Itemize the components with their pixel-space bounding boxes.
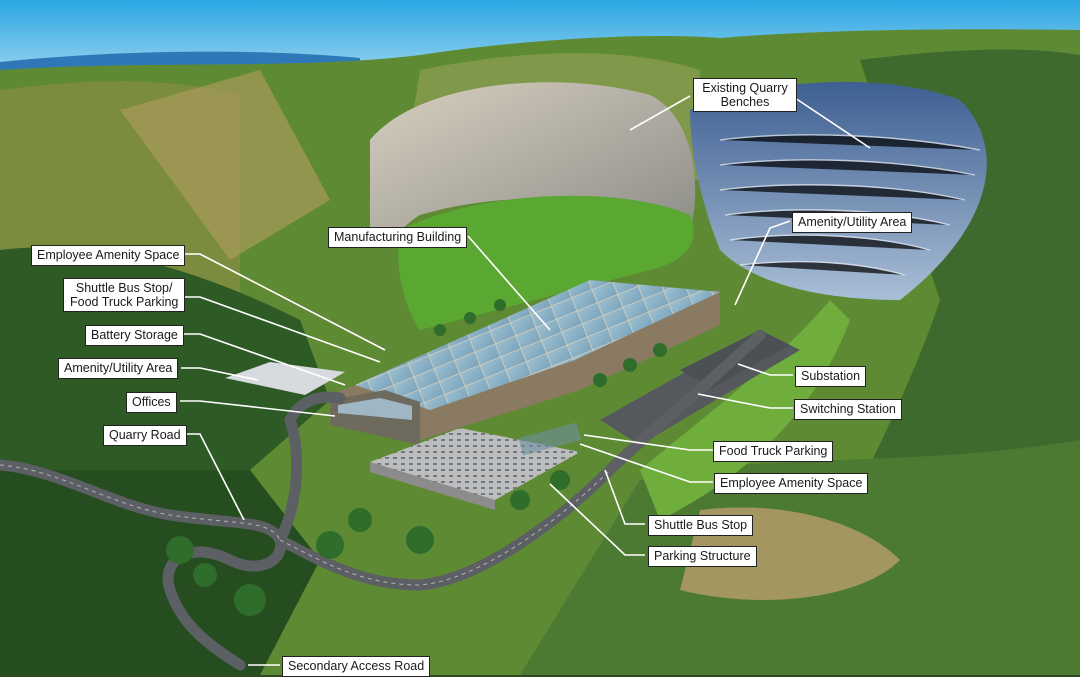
label-switching-station: Switching Station — [794, 399, 902, 420]
label-employee-amenity-space-right: Employee Amenity Space — [714, 473, 869, 494]
label-parking-structure: Parking Structure — [648, 546, 757, 567]
label-substation: Substation — [795, 366, 867, 387]
label-food-truck-parking: Food Truck Parking — [713, 441, 834, 462]
label-employee-amenity-space-left: Employee Amenity Space — [31, 245, 186, 266]
label-secondary-access-road: Secondary Access Road — [282, 656, 431, 677]
label-line: Existing Quarry — [702, 81, 788, 95]
label-line: Shuttle Bus Stop/ — [75, 281, 173, 295]
label-amenity-utility-area-left: Amenity/Utility Area — [58, 358, 179, 379]
label-offices: Offices — [126, 392, 177, 413]
label-quarry-road: Quarry Road — [103, 425, 187, 446]
label-line: Food Truck Parking — [70, 295, 179, 309]
label-shuttle-bus-stop: Shuttle Bus Stop — [648, 515, 754, 536]
label-shuttle-bus-stop-food-truck-parking: Shuttle Bus Stop/ Food Truck Parking — [63, 278, 186, 312]
label-manufacturing-building: Manufacturing Building — [328, 227, 468, 248]
label-amenity-utility-area-right: Amenity/Utility Area — [792, 212, 913, 233]
label-battery-storage: Battery Storage — [85, 325, 184, 346]
label-line: Benches — [720, 95, 770, 109]
label-existing-quarry-benches: Existing Quarry Benches — [693, 78, 797, 112]
